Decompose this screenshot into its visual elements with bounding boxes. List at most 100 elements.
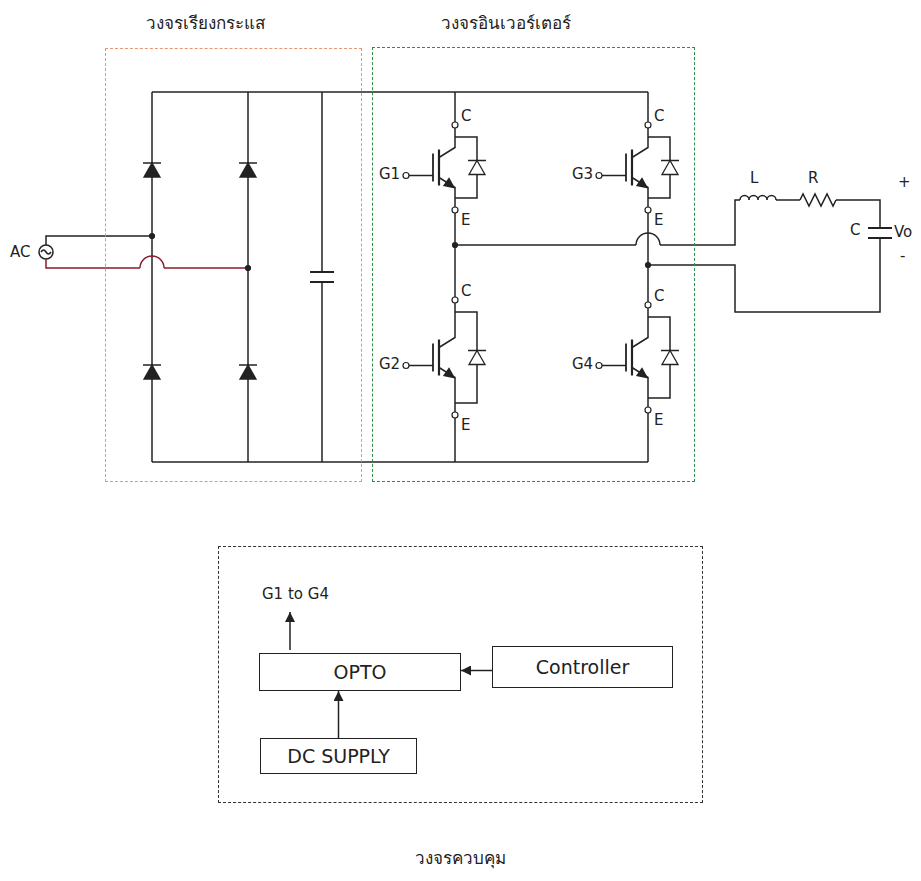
wire [661,350,679,352]
box-label: OPTO [334,661,387,683]
wire [247,92,249,462]
wire [868,227,892,229]
wire [454,213,456,297]
emitter-arrow [637,369,647,378]
wire [648,238,880,312]
terminal [645,302,651,308]
control-region: วงจรควบคุมOPTOControllerDC SUPPLY [218,546,703,803]
collector-label: C [654,108,664,125]
wire [439,125,455,158]
wire [647,213,649,302]
wire [438,150,440,186]
gate-label: G1 [379,166,400,183]
wire [409,365,433,367]
component-label: C [850,222,860,239]
signal-label: G1 to G4 [262,586,329,603]
wire [632,125,648,158]
component-label: L [750,170,758,187]
terminal [452,207,458,213]
wire [321,92,323,272]
terminal [645,407,651,413]
wire [152,461,648,463]
wire [660,200,740,245]
diode-symbol [662,351,678,365]
signal-arrow [338,691,340,738]
wire [239,162,257,164]
wire [310,271,334,273]
collector-label: C [654,288,664,305]
wire [455,244,636,246]
wire-hop [636,233,660,245]
region-heading: วงจรอินเวอร์เตอร์ [441,9,571,36]
voltage-label: Vo [894,224,912,241]
rectifier-region: วงจรเรียงกระแส [105,48,362,482]
wire [647,92,649,122]
gate-label: G4 [572,356,593,373]
terminal [596,363,602,369]
signal-label: AC [10,244,30,261]
wire-hop [140,256,164,268]
wire [310,281,334,283]
diode-symbol [469,161,485,175]
terminal [596,173,602,179]
wire [46,259,140,268]
opto-box: OPTO [259,653,461,691]
wire [438,340,440,376]
inductor-symbol [740,196,776,200]
junction-dot [150,234,155,239]
polarity-mark: - [900,248,905,265]
wire [432,154,434,182]
wire [602,365,626,367]
junction-dot [246,266,251,271]
wire [800,194,836,206]
terminal [452,122,458,128]
diode-symbol [469,351,485,365]
emitter-label: E [654,212,663,229]
diode-symbol [144,365,160,379]
wire [143,162,161,164]
wire [631,150,633,186]
wire [836,200,880,228]
collector-label: C [461,108,471,125]
supply-box: DC SUPPLY [260,738,417,774]
terminal [452,297,458,303]
emitter-arrow [444,179,454,188]
terminal [452,412,458,418]
diode-symbol [240,163,256,177]
diode-symbol [662,161,678,175]
diode-symbol [144,163,160,177]
gate-label: G3 [572,166,593,183]
inverter-region: วงจรอินเวอร์เตอร์ [372,47,695,482]
emitter-label: E [461,417,470,434]
wire [602,175,626,177]
component-label: R [808,170,818,187]
wire [632,305,648,348]
wire [152,91,648,93]
emitter-arrow [444,369,454,378]
wire [164,267,248,269]
wire [432,344,434,372]
box-label: Controller [536,656,629,678]
emitter-arrow [637,179,647,188]
collector-label: C [461,283,471,300]
terminal [403,363,409,369]
emitter-label: E [461,212,470,229]
wire [468,350,486,352]
signal-arrow [461,670,492,672]
wire [439,368,455,416]
wire [46,236,152,245]
wire [151,92,153,462]
diode-symbol [240,365,256,379]
region-heading: วงจรควบคุม [219,844,702,871]
controller-box: Controller [492,646,673,688]
box-label: DC SUPPLY [287,745,390,767]
wire [468,160,486,162]
wire [239,364,257,366]
emitter-label: E [654,412,663,429]
wire [776,199,800,201]
ac-source [39,245,53,259]
connectors [339,671,493,739]
schematic [39,92,892,462]
wire [454,92,456,122]
